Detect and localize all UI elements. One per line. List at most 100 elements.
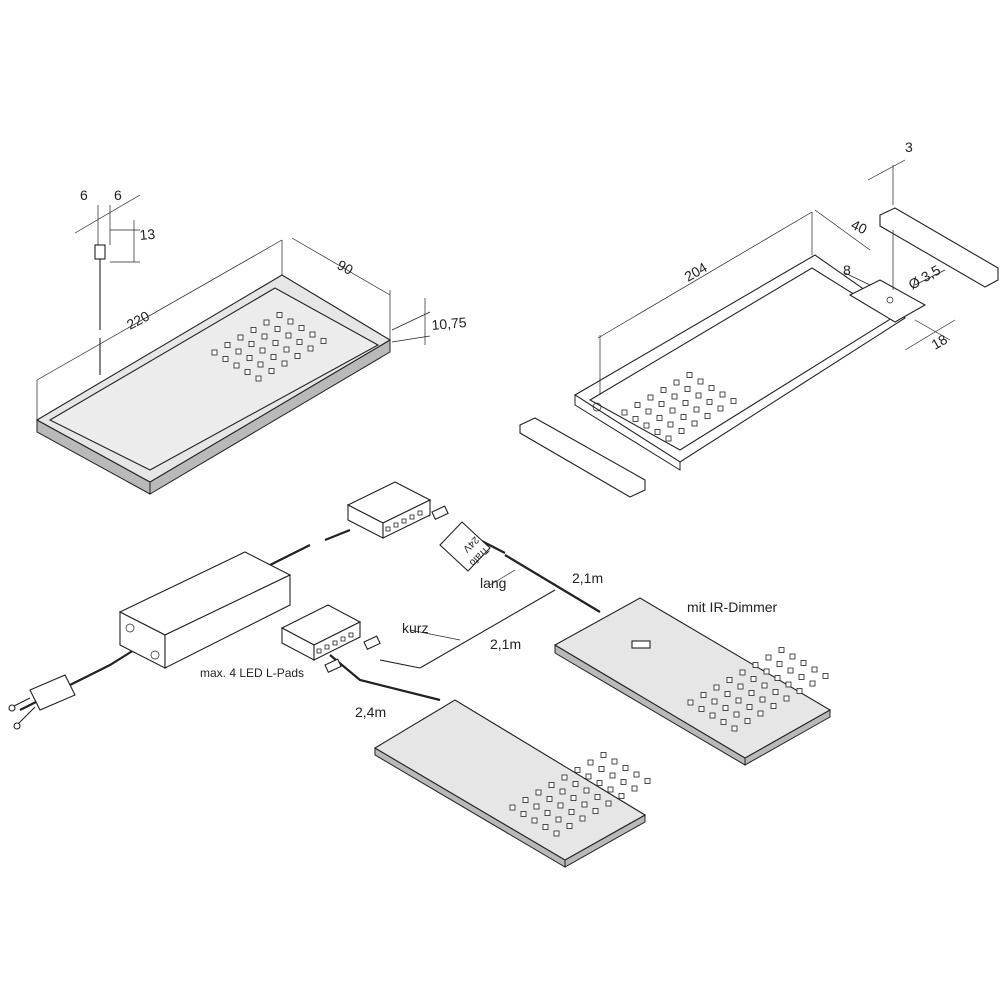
led-dot — [631, 785, 638, 792]
trafo-tag: Trafo 24V — [439, 521, 491, 572]
led-dot — [605, 800, 612, 807]
led-dot — [730, 398, 737, 404]
led-dot — [776, 661, 783, 667]
led-dot — [757, 710, 764, 717]
led-dot — [257, 361, 264, 368]
label-kurz: kurz — [402, 620, 428, 636]
plug-connectors — [324, 505, 449, 673]
led-dot — [237, 334, 244, 341]
led-dot — [724, 691, 731, 697]
led-dot — [785, 681, 792, 688]
led-dot — [283, 346, 290, 353]
led-dot — [255, 375, 262, 382]
led-dot — [259, 347, 266, 354]
led-dot — [763, 668, 770, 675]
led-dot — [600, 752, 607, 758]
dim-b-slot: 8 — [843, 262, 851, 278]
label-ir-dimmer: mit IR-Dimmer — [687, 599, 778, 615]
led-dot — [285, 332, 292, 339]
led-dot — [620, 779, 627, 785]
led-dot — [568, 809, 575, 815]
dim-b-hole: Ø 3,5 — [906, 262, 944, 293]
led-dot — [309, 331, 316, 338]
led-dot — [544, 810, 551, 816]
led-dot — [261, 333, 268, 340]
led-dot — [697, 378, 704, 385]
led-dot — [772, 689, 779, 695]
led-dot — [263, 319, 270, 326]
led-dot — [268, 368, 275, 374]
port — [332, 640, 338, 646]
led-dot — [587, 759, 594, 766]
led-dot — [713, 684, 720, 691]
led-dot — [686, 372, 693, 378]
led-dot — [522, 797, 529, 803]
led-dot — [542, 824, 549, 830]
led-dot — [211, 349, 218, 356]
led-dot — [594, 794, 601, 800]
port — [348, 632, 354, 638]
led-dot — [822, 673, 829, 679]
distributor-box-bottom — [280, 604, 362, 661]
ir-dimmer-sensor — [631, 640, 651, 649]
led-dot — [711, 698, 718, 705]
led-dot — [759, 696, 766, 703]
led-dot — [535, 789, 542, 796]
led-dot — [320, 338, 327, 344]
led-dot — [248, 341, 255, 347]
led-dot — [691, 420, 698, 427]
led-dot — [555, 816, 562, 823]
led-dot — [647, 394, 654, 401]
led-dot — [598, 766, 605, 772]
led-panel-bottom — [373, 699, 651, 868]
led-dot — [719, 391, 726, 398]
led-dot — [682, 400, 689, 406]
led-dot — [687, 699, 694, 706]
led-dot — [680, 414, 687, 420]
led-dot — [634, 402, 641, 408]
led-dot — [722, 705, 729, 711]
led-dot — [585, 773, 592, 780]
led-dot — [708, 385, 715, 391]
port — [324, 644, 330, 650]
dim-b-clip-width: 18 — [929, 331, 951, 353]
led-dot — [233, 362, 240, 369]
led-dot — [296, 339, 303, 345]
led-dot — [706, 399, 713, 405]
led-dot — [553, 830, 560, 837]
led-dot — [737, 683, 744, 690]
led-dot — [574, 767, 581, 773]
led-dot — [656, 415, 663, 421]
led-dot — [235, 348, 242, 355]
led-dot — [609, 772, 616, 779]
led-dot — [673, 379, 680, 386]
led-panel-b — [573, 254, 906, 471]
led-dot — [798, 674, 805, 680]
led-dot — [520, 811, 527, 817]
port — [385, 526, 391, 532]
led-dot — [678, 428, 685, 434]
led-dot — [761, 682, 768, 689]
port — [409, 514, 415, 520]
led-dot — [693, 406, 700, 413]
power-plug — [8, 674, 76, 730]
led-dot — [748, 690, 755, 696]
distributor-box-top — [346, 481, 432, 539]
led-dot — [224, 342, 231, 348]
led-dot — [570, 795, 577, 801]
led-dot — [671, 393, 678, 400]
led-panel-a — [35, 274, 392, 495]
led-dot — [735, 697, 742, 704]
led-dot — [272, 340, 279, 346]
dim-b-depth: 40 — [849, 216, 870, 237]
led-driver — [118, 551, 292, 669]
led-dot — [281, 360, 288, 367]
led-dot — [787, 667, 794, 674]
dim-a-width-right: 6 — [114, 187, 122, 203]
dim-b-length: 204 — [682, 259, 710, 285]
led-dot — [811, 666, 818, 673]
led-dot — [717, 405, 724, 412]
led-dot — [669, 407, 676, 414]
